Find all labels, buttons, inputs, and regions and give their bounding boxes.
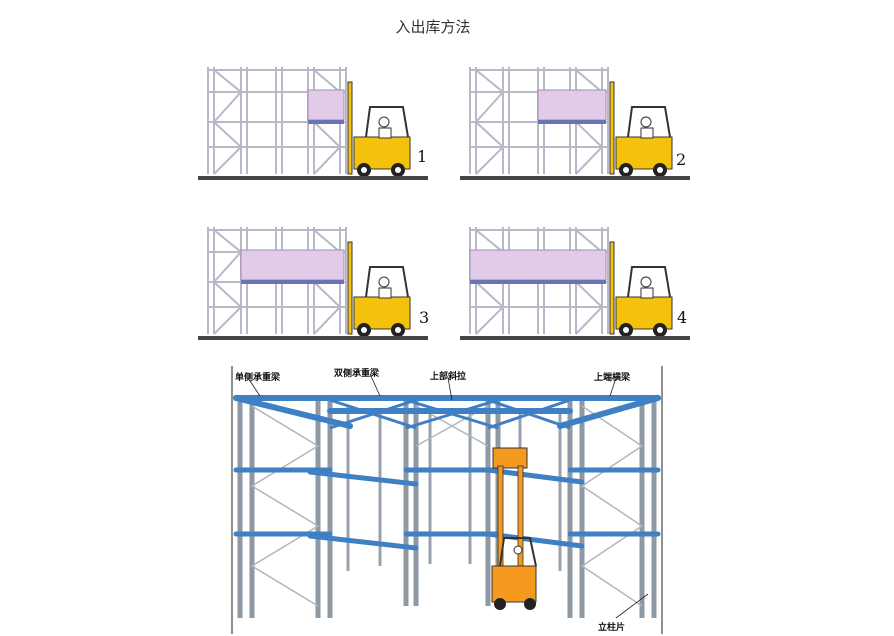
step-number: 4 [677,308,688,327]
forklift-icon [609,241,673,337]
rack-forklift-illustration [198,227,428,340]
step-panel-3: 3 [198,222,430,346]
callout-top-brace: 上部斜拉 [430,372,467,382]
callout-single-beam: 单侧承重梁 [235,373,281,383]
rack-forklift-illustration [460,67,690,180]
drive-in-rack-illustration: 单侧承重梁 双侧承重梁 上部斜拉 上端横梁 立柱片 [230,366,666,634]
step-number: 1 [417,147,428,166]
forklift-icon [609,81,673,177]
step-number: 2 [676,150,687,169]
forklift-icon [491,447,537,610]
rack-structure-drawing [231,366,663,634]
forklift-icon [347,81,411,177]
callout-upright-frame: 立柱片 [598,623,626,633]
rack-forklift-illustration [198,67,428,180]
step-panel-1: 1 [198,62,428,186]
forklift-icon [347,241,411,337]
step-number: 3 [419,308,430,327]
callout-double-beam: 双侧承重梁 [334,369,380,379]
step-panel-4: 4 [460,222,690,346]
callout-top-cross-beam: 上端横梁 [594,373,631,383]
step-panel-2: 2 [460,62,690,186]
rack-forklift-illustration [460,227,690,340]
diagram-title: 入出库方法 [395,18,471,36]
